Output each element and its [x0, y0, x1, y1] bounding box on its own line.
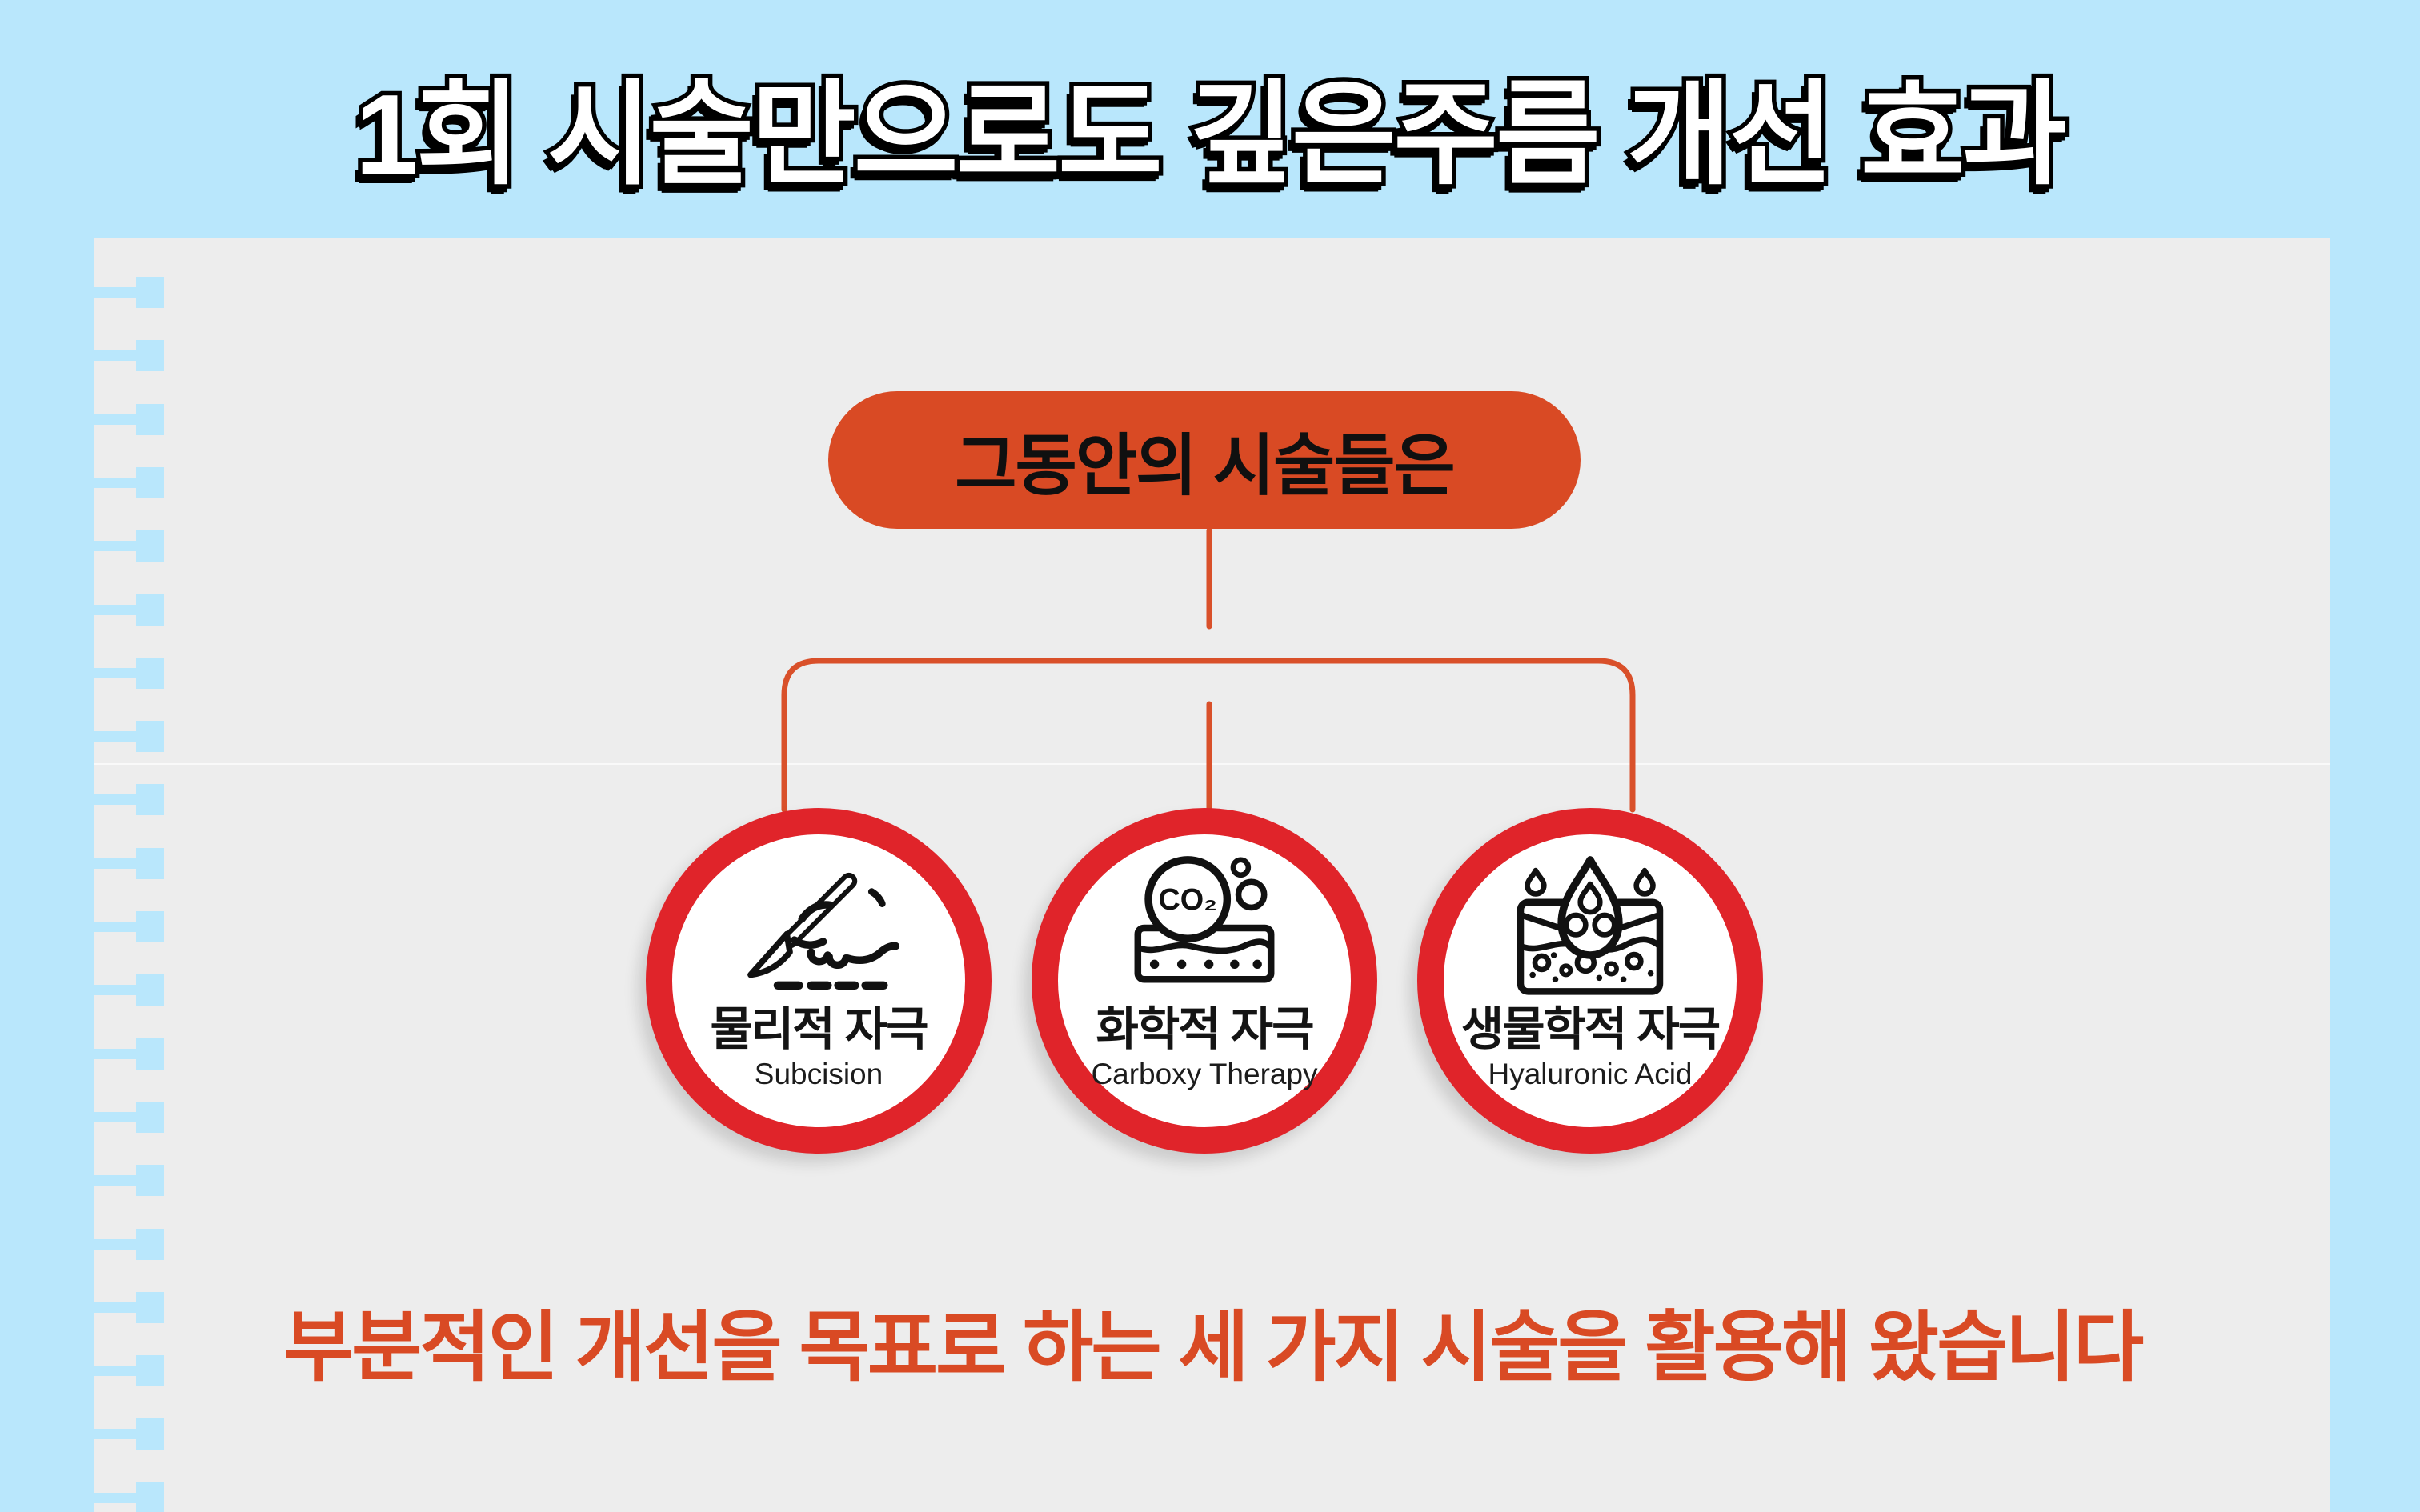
binding-staple-bar — [94, 287, 136, 298]
binding-staple-bar — [94, 922, 136, 932]
binding-staple-bar — [94, 477, 136, 488]
co2-label: CO₂ — [1158, 883, 1217, 917]
binding-staple-bar — [94, 414, 136, 425]
binding-staple-bar — [94, 350, 136, 362]
panel-seam-divider — [94, 763, 2330, 765]
treatment-node-physical: 물리적 자극 Subcision — [646, 808, 992, 1154]
binding-staple-bar — [94, 1175, 136, 1186]
binding-staple-tab — [136, 721, 164, 753]
droplet-skin-icon — [1517, 856, 1664, 995]
binding-staple-bar — [94, 731, 136, 742]
scalpel-hand-icon — [747, 872, 900, 990]
binding-staple-bar — [94, 858, 136, 869]
binding-staple-tab — [136, 1418, 164, 1450]
binding-staple-bar — [94, 1111, 136, 1122]
binding-staple-bar — [94, 667, 136, 678]
node-english-label: Carboxy Therapy — [1091, 1057, 1318, 1090]
co2-skin-icon: CO₂ — [1134, 856, 1275, 983]
node-english-label: Subcision — [754, 1057, 883, 1090]
binding-staple-tab — [136, 847, 164, 879]
node-korean-label: 물리적 자극 — [710, 1003, 929, 1055]
binding-staple-tab — [136, 340, 164, 372]
binding-staple-bar — [94, 1492, 136, 1503]
node-korean-label: 화학적 자극 — [1096, 1003, 1315, 1055]
binding-staple-tab — [136, 1038, 164, 1070]
binding-staple-tab — [136, 403, 164, 435]
binding-staple-tab — [136, 594, 164, 626]
binding-staple-tab — [136, 1228, 164, 1260]
node-english-label: Hyaluronic Acid — [1488, 1057, 1693, 1090]
connector-bracket — [781, 658, 1636, 813]
root-node-label: 그동안의 시술들은 — [955, 427, 1456, 503]
page-title: 1회 시술만으로도 깊은주름 개선 효과 — [351, 67, 2071, 203]
root-node-pill: 그동안의 시술들은 — [828, 391, 1581, 529]
binding-staple-tab — [136, 657, 164, 689]
binding-staple-bar — [94, 1048, 136, 1059]
binding-staple-tab — [136, 1101, 164, 1133]
node-korean-label: 생물학적 자극 — [1460, 1003, 1721, 1055]
treatment-node-biological: 생물학적 자극 Hyaluronic Acid — [1417, 808, 1763, 1154]
binding-staple-tab — [136, 277, 164, 308]
binding-staple-tab — [136, 530, 164, 562]
binding-staple-bar — [94, 1238, 136, 1250]
binding-staple-bar — [94, 1366, 136, 1377]
binding-staple-tab — [136, 1482, 164, 1512]
treatment-node-chemical: CO₂ 화학적 자극 Carboxy Therapy — [1032, 808, 1377, 1154]
binding-staple-tab — [136, 1291, 164, 1323]
binding-staple-bar — [94, 794, 136, 806]
binding-staple-tab — [136, 466, 164, 498]
binding-staple-bar — [94, 985, 136, 996]
binding-staple-tab — [136, 911, 164, 942]
binding-staple-bar — [94, 1429, 136, 1440]
binding-staple-bar — [94, 604, 136, 615]
binding-staple-tab — [136, 1355, 164, 1387]
binding-staple-tab — [136, 1165, 164, 1197]
bottom-caption: 부분적인 개선을 목표로 하는 세 가지 시술을 활용해 왔습니다 — [282, 1305, 2144, 1390]
binding-staple-tab — [136, 784, 164, 816]
binding-staple-tab — [136, 974, 164, 1006]
binding-staple-bar — [94, 541, 136, 552]
binding-staple-bar — [94, 1302, 136, 1313]
